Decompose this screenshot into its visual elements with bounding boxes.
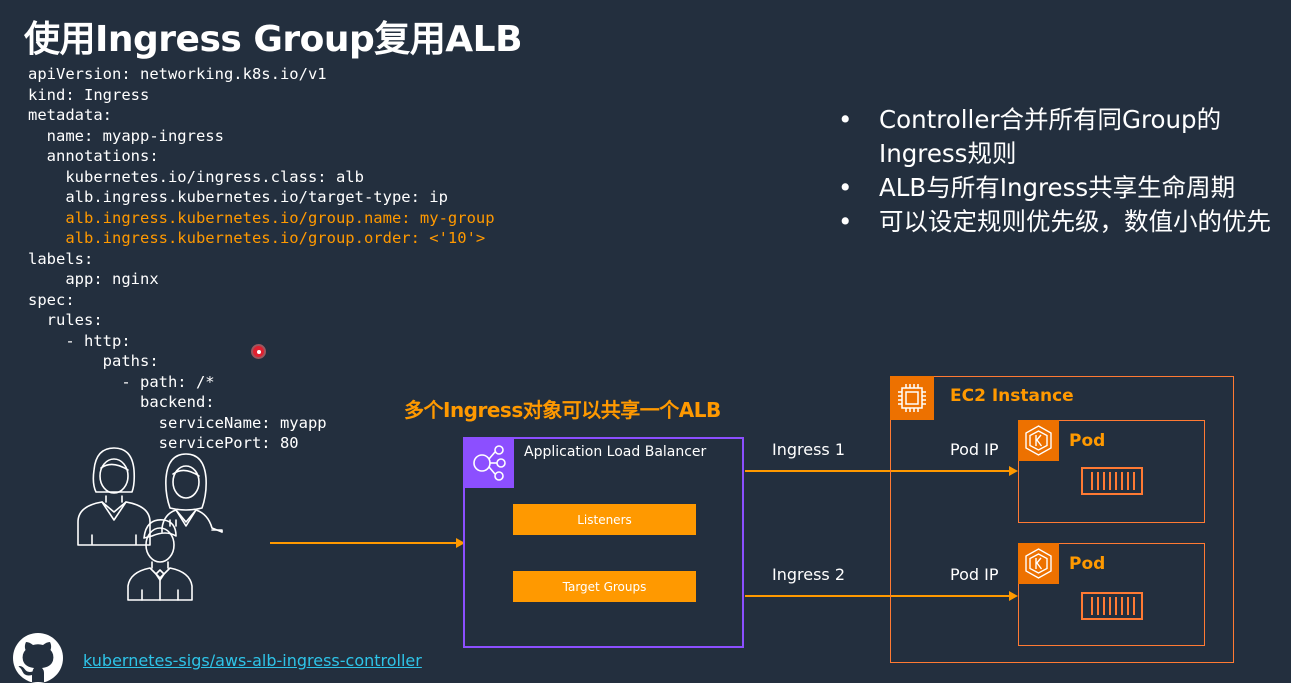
- code-line: labels:: [28, 249, 94, 268]
- ec2-instance-container: [890, 376, 1234, 663]
- user-woman-icon: [77, 447, 151, 546]
- github-icon: [13, 633, 63, 683]
- alb-container: [463, 437, 744, 648]
- bullet-item: ALB与所有Ingress共享生命周期: [838, 171, 1283, 205]
- users-group-icon: [77, 447, 223, 601]
- bullet-item: Controller合并所有同Group的Ingress规则: [838, 103, 1283, 171]
- arrow-ingress-1: [745, 466, 1018, 476]
- bullet-item: 可以设定规则优先级，数值小的优先: [838, 205, 1283, 239]
- code-line: name: myapp-ingress: [28, 126, 224, 145]
- user-woman-icon: [161, 453, 223, 533]
- pod-label: Pod: [1069, 431, 1106, 451]
- code-line: backend:: [28, 393, 215, 411]
- container-icon: [1081, 467, 1143, 495]
- code-line: metadata:: [28, 106, 112, 124]
- code-line: kind: Ingress: [28, 85, 150, 104]
- github-repo-link[interactable]: kubernetes-sigs/aws-alb-ingress-controll…: [83, 651, 422, 670]
- pod-container: [1018, 543, 1205, 646]
- code-line: annotations:: [28, 147, 159, 165]
- alb-label: Application Load Balancer: [524, 444, 707, 460]
- bullet-list: Controller合并所有同Group的Ingress规则 ALB与所有Ing…: [838, 103, 1283, 239]
- code-line: servicePort: 80: [28, 434, 299, 452]
- pointer-indicator: [253, 346, 264, 357]
- code-line: - path: /*: [28, 372, 215, 391]
- pod-label: Pod: [1069, 554, 1106, 574]
- slide-title: 使用Ingress Group复用ALB: [24, 19, 523, 60]
- pod-ip-label: Pod IP: [950, 440, 999, 459]
- code-line: paths:: [28, 352, 159, 370]
- pod-container: [1018, 420, 1205, 523]
- code-line: alb.ingress.kubernetes.io/target-type: i…: [28, 188, 448, 206]
- diagram-caption: 多个Ingress对象可以共享一个ALB: [404, 398, 721, 422]
- code-line: alb.ingress.kubernetes.io/group.order: <…: [28, 229, 486, 247]
- code-line: serviceName: myapp: [28, 413, 327, 432]
- listeners-block: Listeners: [513, 504, 696, 535]
- code-line: rules:: [28, 311, 103, 329]
- ingress-1-label: Ingress 1: [772, 440, 846, 459]
- load-balancer-icon: [463, 437, 514, 488]
- target-groups-block: Target Groups: [513, 571, 696, 602]
- user-man-icon: [127, 519, 193, 601]
- container-icon: [1081, 592, 1143, 620]
- code-line: alb.ingress.kubernetes.io/group.name: my…: [28, 208, 495, 227]
- code-line: - http:: [28, 331, 131, 350]
- yaml-code-block: apiVersion: networking.k8s.io/v1 kind: I…: [28, 64, 495, 454]
- code-line: kubernetes.io/ingress.class: alb: [28, 167, 364, 186]
- code-line: apiVersion: networking.k8s.io/v1: [28, 65, 327, 83]
- arrow-users-to-alb: [270, 538, 465, 548]
- ingress-2-label: Ingress 2: [772, 565, 846, 584]
- code-line: app: nginx: [28, 270, 159, 288]
- pod-ip-label: Pod IP: [950, 565, 999, 584]
- kubernetes-icon: [1018, 420, 1059, 461]
- ec2-instance-label: EC2 Instance: [950, 386, 1074, 406]
- arrow-ingress-2: [745, 591, 1018, 601]
- kubernetes-icon: [1018, 543, 1059, 584]
- ec2-chip-icon: [890, 376, 934, 420]
- code-line: spec:: [28, 290, 75, 309]
